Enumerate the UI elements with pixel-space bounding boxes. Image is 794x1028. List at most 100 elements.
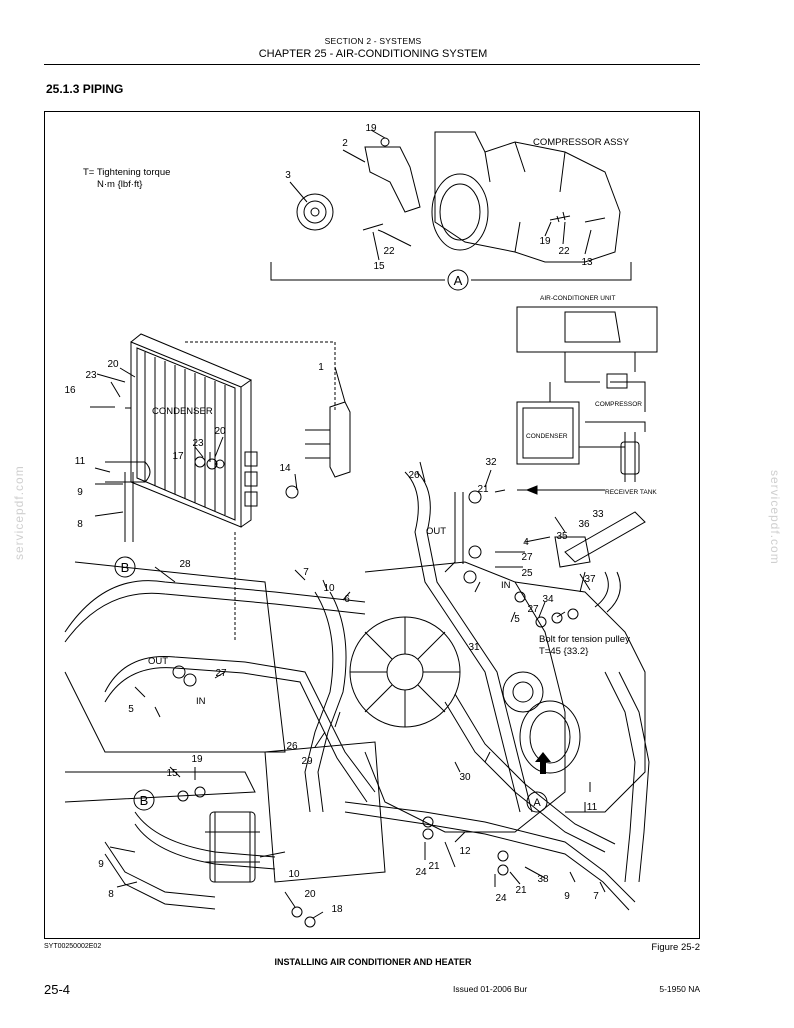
callout-20: 20 [107, 359, 119, 370]
callout-14: 14 [279, 463, 291, 474]
callout-10-bottom: 10 [288, 869, 300, 880]
callout-11-right: 11 [587, 802, 598, 813]
callout-5-left: 5 [128, 704, 134, 715]
tension-bolt-line1: Bolt for tension pulley [539, 634, 630, 645]
callout-27-mid: 27 [527, 604, 539, 615]
header-rule [44, 64, 700, 65]
callout-8-bottom: 8 [108, 889, 114, 900]
figure-code: SYT00250002E02 [44, 943, 102, 950]
callout-2: 2 [342, 138, 348, 149]
callout-9-right: 9 [564, 891, 570, 902]
callout-15-bottom: 15 [166, 768, 178, 779]
callout-24: 24 [415, 867, 427, 878]
callout-10: 10 [323, 583, 335, 594]
view-b-marker-top [114, 556, 136, 578]
bracket-1 [329, 401, 351, 478]
condenser-small-label: CONDENSER [526, 433, 568, 440]
main-hoses [64, 471, 650, 911]
callout-31: 31 [468, 642, 480, 653]
condenser-drawing [130, 333, 258, 528]
section-header: SECTION 2 - SYSTEMS [324, 36, 422, 46]
view-a-marker [526, 791, 548, 813]
callout-19-right: 19 [539, 236, 551, 247]
callout-37: 37 [584, 574, 596, 585]
callout-7: 7 [303, 567, 309, 578]
view-a-bracket [270, 262, 632, 281]
callout-11: 11 [75, 456, 86, 467]
torque-note-line1: T= Tightening torque [83, 167, 170, 178]
tension-bolt-line2: T=45 {33.2} [539, 646, 588, 657]
callout-7-bottom: 7 [593, 891, 599, 902]
callout-9-bottom: 9 [98, 859, 104, 870]
chapter-header: CHAPTER 25 - AIR-CONDITIONING SYSTEM [258, 48, 488, 60]
model-code: 5-1950 NA [659, 984, 700, 994]
callout-23: 23 [85, 370, 97, 381]
callout-22: 22 [383, 246, 395, 257]
view-b-marker-bottom [133, 789, 155, 811]
callout-25: 25 [521, 568, 533, 579]
receiver-tank-label: RECEIVER TANK [605, 489, 657, 496]
watermark-right: servicepdf.com [768, 470, 782, 565]
view-a-circle [447, 269, 469, 291]
compressor-assembly-drawing [296, 131, 621, 263]
page-number: 25-4 [44, 982, 71, 997]
condenser-label: CONDENSER [152, 406, 213, 417]
view-b-bottom-label: B [140, 793, 149, 808]
callout-21: 21 [477, 484, 489, 495]
callout-9: 9 [77, 487, 83, 498]
callout-33: 33 [592, 509, 604, 520]
callout-6: 6 [344, 594, 350, 605]
callout-21-bottom: 21 [515, 885, 527, 896]
out-label-left: OUT [148, 656, 168, 667]
torque-note-line2: N·m {lbf·ft} [97, 179, 142, 190]
callout-19-bottom: 19 [191, 754, 203, 765]
in-label-left: IN [196, 696, 206, 707]
callout-26-bottom: 26 [286, 741, 298, 752]
callout-29: 29 [301, 756, 313, 767]
engine-drawing [64, 561, 646, 883]
section-title: 25.1.3 PIPING [46, 82, 124, 96]
pipe-35 [554, 536, 591, 568]
ac-unit-label: AIR-CONDITIONER UNIT [540, 295, 616, 302]
in-label-right: IN [501, 580, 511, 591]
callout-13: 13 [581, 257, 593, 268]
view-b-top-label: B [121, 560, 130, 575]
figure-number: Figure 25-2 [651, 942, 700, 953]
callout-20-bottom: 20 [304, 889, 316, 900]
callout-5-right: 5 [514, 614, 520, 625]
callout-38: 38 [537, 874, 549, 885]
callout-3: 3 [285, 170, 291, 181]
callout-26: 26 [408, 470, 420, 481]
callout-30: 30 [459, 772, 471, 783]
callout-12: 12 [459, 846, 471, 857]
callout-27-left: 27 [215, 668, 227, 679]
callout-18: 18 [331, 904, 343, 915]
callout-24-bottom: 24 [495, 893, 507, 904]
callout-28: 28 [179, 559, 191, 570]
callout-19: 19 [365, 123, 377, 134]
callout-35: 35 [556, 531, 568, 542]
callout-27: 27 [521, 552, 533, 563]
callout-16: 16 [64, 385, 76, 396]
callout-8: 8 [77, 519, 83, 530]
issue-info: Issued 01-2006 Bur [453, 984, 528, 994]
callout-32: 32 [485, 457, 497, 468]
callout-20-mid: 20 [214, 426, 226, 437]
figure-caption: INSTALLING AIR CONDITIONER AND HEATER [274, 957, 472, 967]
callout-34: 34 [542, 594, 554, 605]
callout-36: 36 [578, 519, 590, 530]
callout-22-right: 22 [558, 246, 570, 257]
out-label-right: OUT [426, 526, 446, 537]
callout-17: 17 [172, 451, 184, 462]
figure-frame: A T= Tightening torque N·m {lbf·ft} COMP… [44, 111, 700, 939]
pipe-36 [564, 511, 646, 563]
callout-15: 15 [373, 261, 385, 272]
watermark-left: servicepdf.com [12, 465, 26, 560]
piping-diagram: A T= Tightening torque N·m {lbf·ft} COMP… [64, 123, 658, 928]
compressor-assy-label: COMPRESSOR ASSY [533, 137, 630, 148]
callout-23-mid: 23 [192, 438, 204, 449]
view-a-circle-label: A [454, 273, 463, 288]
ac-schematic [516, 306, 658, 495]
callout-21-mid: 21 [428, 861, 440, 872]
receiver-drier [205, 811, 260, 883]
